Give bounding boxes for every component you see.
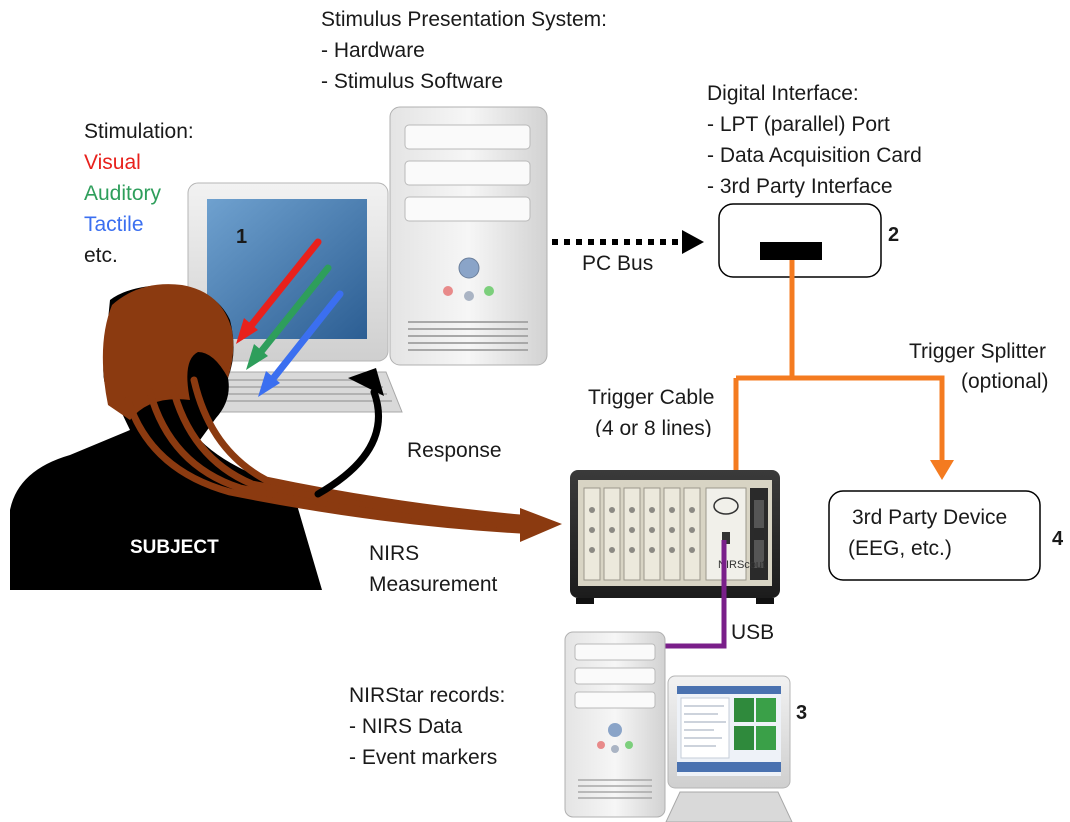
pc-bus-label: PC Bus <box>582 252 654 275</box>
nirstar-item-markers: - Event markers <box>349 746 498 769</box>
nirstar-title: NIRStar records: <box>349 684 506 707</box>
stimulus-system-title: Stimulus Presentation System: <box>321 8 607 31</box>
nirscout-device <box>570 470 780 604</box>
response-arrowhead <box>348 368 384 396</box>
stimulus-system-item-hardware: - Hardware <box>321 39 425 62</box>
step-number-4: 4 <box>1052 528 1064 550</box>
trigger-arrowhead-device <box>930 460 954 480</box>
subject-label: SUBJECT <box>130 537 219 558</box>
nirs-measurement-label: Measurement <box>369 573 498 596</box>
trigger-splitter-label: Trigger Splitter <box>909 340 1046 363</box>
nirs-label: NIRS <box>369 542 420 565</box>
nirstar-item-data: - NIRS Data <box>349 715 463 738</box>
third-party-device-box <box>828 490 1041 581</box>
nirstar-monitor <box>665 675 793 822</box>
stimulation-etc: etc. <box>84 244 118 267</box>
stimulus-tower <box>389 106 548 366</box>
stimulation-tactile: Tactile <box>84 213 144 236</box>
digital-interface-box <box>718 203 882 278</box>
digital-interface-item-lpt: - LPT (parallel) Port <box>707 113 890 136</box>
nirscout-brand-text: NIRScout <box>718 559 765 571</box>
stimulation-visual: Visual <box>84 151 141 174</box>
stimulation-arrows <box>242 238 344 389</box>
usb-label: USB <box>731 621 775 644</box>
pc-bus-arrowhead <box>682 230 704 254</box>
stimulation-title: Stimulation: <box>84 120 194 143</box>
third-party-device-example: (EEG, etc.) <box>848 537 952 560</box>
response-arrow <box>314 388 382 498</box>
subject-silhouette <box>10 284 562 590</box>
digital-interface-item-daq: - Data Acquisition Card <box>707 144 922 167</box>
stimulus-system-item-software: - Stimulus Software <box>321 70 504 93</box>
step-number-3: 3 <box>796 702 808 724</box>
response-label: Response <box>407 439 502 462</box>
third-party-device-name: 3rd Party Device <box>852 506 1008 529</box>
stimulation-arrowheads <box>236 318 280 397</box>
trigger-cable-label: Trigger Cable <box>588 386 715 409</box>
step-number-1: 1 <box>236 226 248 248</box>
stimulus-monitor <box>175 182 403 413</box>
nirstar-tower <box>564 631 666 818</box>
step-number-2: 2 <box>888 224 900 246</box>
digital-interface-title: Digital Interface: <box>707 82 859 105</box>
stimulation-auditory: Auditory <box>84 182 162 205</box>
trigger-cable-lines: (4 or 8 lines) <box>595 417 712 437</box>
digital-interface-item-3rdparty: - 3rd Party Interface <box>707 175 893 198</box>
trigger-splitter-optional: (optional) <box>961 370 1049 393</box>
